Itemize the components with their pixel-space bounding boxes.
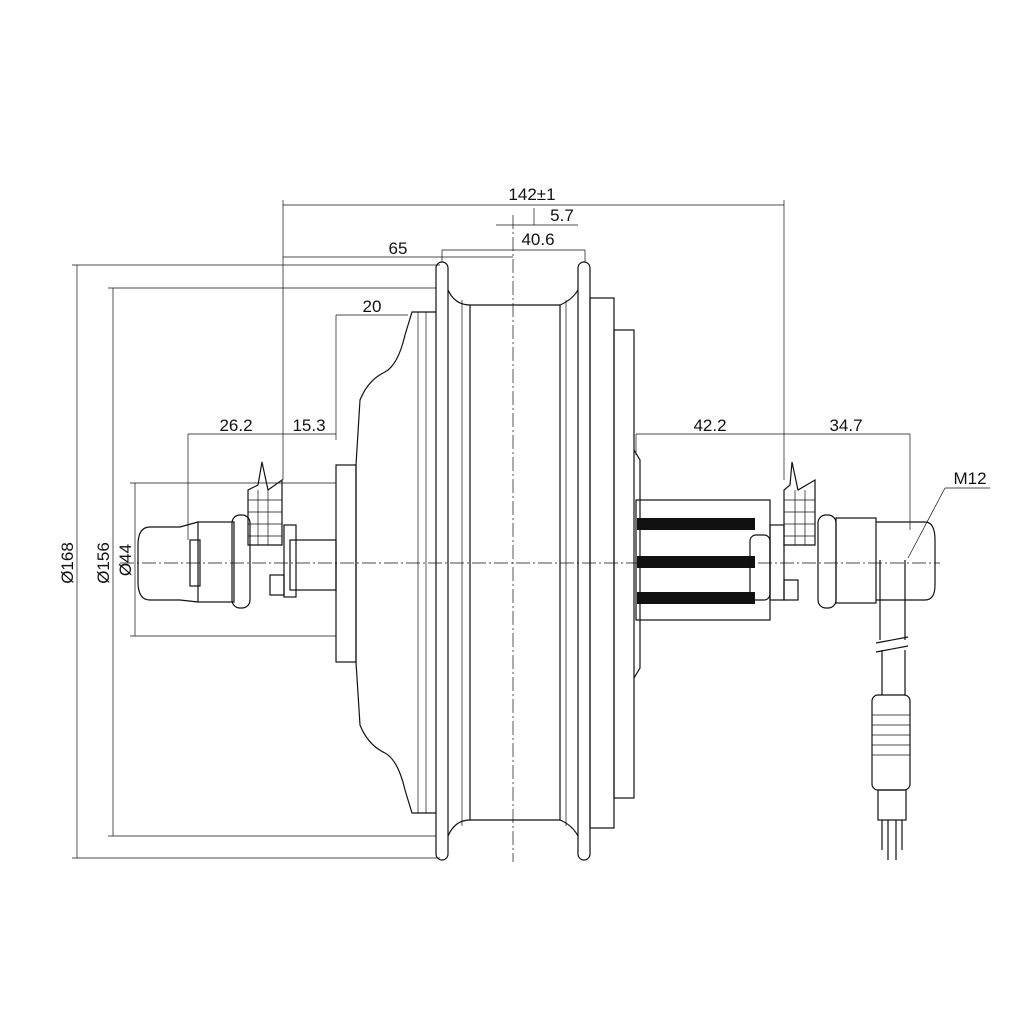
motor-body <box>137 261 936 861</box>
left-axle-cap <box>137 521 199 603</box>
connector-pins <box>881 820 903 860</box>
dim-left-spacer: 15.3 <box>292 416 325 435</box>
right-washer-hatched <box>783 461 816 546</box>
dim-overall-width: 142±1 <box>508 185 555 204</box>
width-dimensions: 142±1 5.7 40.6 65 20 26.2 15.3 42.2 34.7… <box>187 185 990 559</box>
dim-outer-diameter: Ø168 <box>58 542 77 584</box>
dim-center-offset: 5.7 <box>550 206 574 225</box>
dim-flange-diameter: Ø156 <box>94 542 113 584</box>
dim-left-axle: 26.2 <box>219 416 252 435</box>
connector <box>871 694 911 791</box>
cable <box>879 560 906 640</box>
spline-band <box>637 556 755 568</box>
dim-hub-diameter: Ø44 <box>116 544 135 576</box>
dim-left-to-center: 65 <box>389 239 408 258</box>
dim-right-axle: 34.7 <box>829 416 862 435</box>
spline-band <box>637 518 755 530</box>
dim-flange-spacing: 40.6 <box>521 230 554 249</box>
dim-left-cover: 20 <box>363 297 382 316</box>
left-nut-flange <box>231 514 251 609</box>
dim-thread: M12 <box>953 469 986 488</box>
left-washer-hatched <box>247 461 283 546</box>
dim-right-spacer: 42.2 <box>693 416 726 435</box>
spline-band <box>637 592 755 604</box>
right-axle-cap <box>876 521 936 601</box>
diameter-dimensions: Ø168 Ø156 Ø44 <box>58 264 440 859</box>
right-nut <box>835 517 877 604</box>
left-nut <box>197 521 235 603</box>
